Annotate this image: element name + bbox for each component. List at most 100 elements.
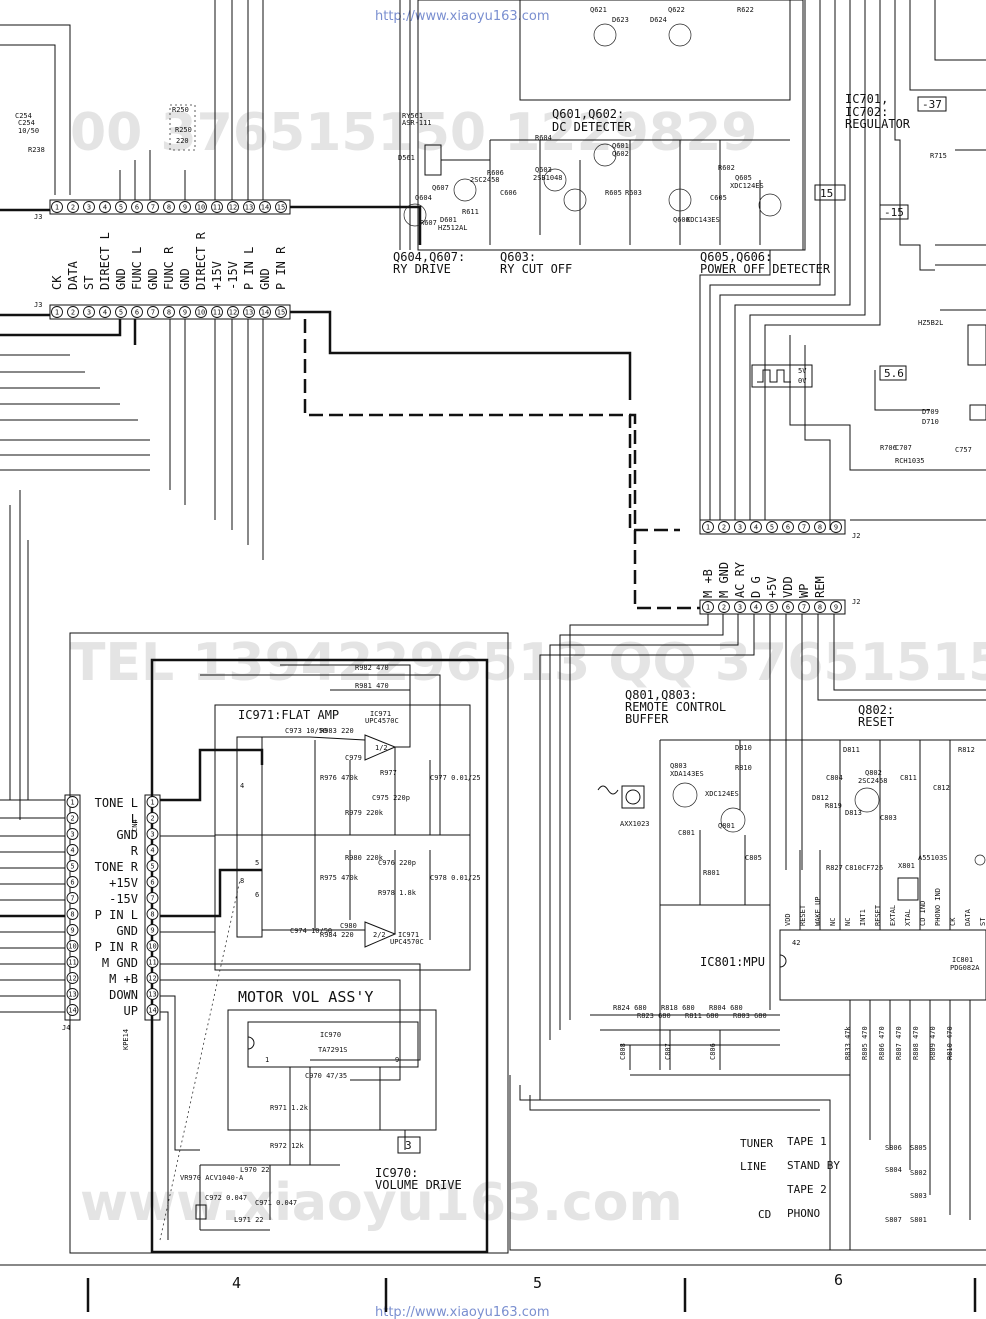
component-label: L971 22 xyxy=(234,1216,264,1224)
vr-pin8: 8 xyxy=(240,877,244,885)
j3-top-pin-13: 13 xyxy=(245,204,253,212)
j2-top-pin-8: 8 xyxy=(818,524,822,532)
ic970-part: TA7291S xyxy=(318,1046,348,1054)
cn4-pin-7: 7 xyxy=(150,895,154,903)
j4-pin-13: 13 xyxy=(68,991,76,999)
label-remote-control: REMOTE CONTROL xyxy=(625,700,726,714)
j4-pin-circle xyxy=(66,972,79,984)
label-reset: RESET xyxy=(858,715,894,729)
j3-bottom-pin-circle xyxy=(99,306,111,318)
j3-signal-label: DIRECT R xyxy=(194,231,208,290)
component-label: D810 xyxy=(735,744,752,752)
j4-pin-6: 6 xyxy=(70,879,74,887)
j3-top-pin-circle xyxy=(131,201,143,213)
j2-bottom-pin-circle xyxy=(830,601,842,613)
component-label: Q622 xyxy=(668,6,685,14)
tag-56: 5.6 xyxy=(884,367,904,380)
j4-signal-label: +15V xyxy=(109,876,138,890)
label-q604-q607: Q604,Q607: xyxy=(393,250,465,264)
resistor-label: R823 680 xyxy=(637,1012,671,1020)
cn4-pin-circle xyxy=(146,796,159,808)
r250-block: R250 220 C254 10/50 R238 xyxy=(18,104,196,154)
cn4-pin-circle xyxy=(146,972,159,984)
component-label: C976 220p xyxy=(378,859,416,867)
ic970-drive-sub: VOLUME DRIVE xyxy=(375,1178,462,1192)
cn4-pin-5: 5 xyxy=(150,863,154,871)
j3-bottom-pin-6: 6 xyxy=(135,309,139,317)
j3-top-pin-14: 14 xyxy=(261,204,269,212)
component-label: D623 xyxy=(612,16,629,24)
j4-pin-circle xyxy=(66,892,79,904)
j4-label: J4 xyxy=(62,1024,70,1032)
cn4-pin-circle xyxy=(146,812,159,824)
j4-pin-circle xyxy=(66,924,79,936)
component-label: D709 xyxy=(922,408,939,416)
j3-top-pin-circle xyxy=(227,201,239,213)
j4-signal-label: R xyxy=(131,844,139,858)
component-label: XDA143ES xyxy=(670,770,704,778)
component-label: XDC143ES xyxy=(686,216,720,224)
component-label: Q601 xyxy=(612,142,629,150)
component-label: Q607 xyxy=(432,184,449,192)
j4-pin-circle xyxy=(66,828,79,840)
component-label: A55103S xyxy=(918,854,948,862)
switch-label: S804 xyxy=(885,1166,902,1174)
component-label: R983 220 xyxy=(320,727,354,735)
switch-standby: STAND BY xyxy=(787,1159,840,1172)
j4-pin-circle xyxy=(66,844,79,856)
component-label: R819 xyxy=(825,802,842,810)
component-label: R972 12k xyxy=(270,1142,305,1150)
switch-tuner: TUNER xyxy=(740,1137,773,1150)
j3-bottom-pin-7: 7 xyxy=(151,309,155,317)
cn4-pin-circle xyxy=(146,828,159,840)
resistor-label: R803 680 xyxy=(733,1012,767,1020)
j4-pin-2: 2 xyxy=(70,815,74,823)
j3-signal-label: +15V xyxy=(210,261,224,290)
label-q601-q602: Q601,Q602: xyxy=(552,107,624,121)
j3-bottom-pin-circle xyxy=(227,306,239,318)
remote-buffer-circuit: Q803XDA143ESXDC124ESQ801D810R810AXX1023C… xyxy=(597,739,820,1070)
component-label: R982 470 xyxy=(355,664,389,672)
flat-amp-title: IC971:FLAT AMP xyxy=(238,708,339,722)
j2-top-pin-circle xyxy=(702,521,714,533)
component-label: C811 xyxy=(900,774,917,782)
component-label: R622 xyxy=(737,6,754,14)
ic801-pin42: 42 xyxy=(792,939,800,947)
j4-signal-label: P IN L xyxy=(95,908,138,922)
j2-signal-label: REM xyxy=(813,576,827,598)
component-label: ASR-111 xyxy=(402,119,432,127)
j3-top-pin-circle xyxy=(99,201,111,213)
ic801-part: PDG082A xyxy=(950,964,980,972)
j3-top-pin-15: 15 xyxy=(277,204,285,212)
component-label: Q606 xyxy=(673,216,690,224)
component-label: R978 1.8k xyxy=(378,889,417,897)
j3-bottom-pin-circle xyxy=(51,306,63,318)
component-label: R611 xyxy=(462,208,479,216)
component-label: C970 47/35 xyxy=(305,1072,347,1080)
component-label: R810 xyxy=(735,764,752,772)
ic970-pin1: 1 xyxy=(265,1056,269,1064)
label-ry-cut-off: RY CUT OFF xyxy=(500,262,572,276)
j4-pin-circle xyxy=(66,1004,79,1016)
ic801-pin-label: NC xyxy=(829,918,837,926)
resistor-label: R824 680 xyxy=(613,1004,647,1012)
j4-pin-circle xyxy=(66,940,79,952)
component-label: R602 xyxy=(718,164,735,172)
component-label: R801 xyxy=(703,869,720,877)
j3-bottom-pin-2: 2 xyxy=(71,309,75,317)
j3-bottom-pin-circle xyxy=(259,306,271,318)
j4-pin-circle xyxy=(66,812,79,824)
j4-signal-label: L xyxy=(131,812,138,826)
j2-bottom-pin-5: 5 xyxy=(770,604,774,612)
watermark-url-bottom: http://www.xiaoyu163.com xyxy=(375,1305,550,1319)
j3-bottom-pin-circle xyxy=(83,306,95,318)
j2-top-pin-6: 6 xyxy=(786,524,790,532)
capacitor-label: C808 xyxy=(619,1043,627,1060)
j3-top-pin-circle xyxy=(179,201,191,213)
dc-detector-region: 15 -37 -15 RY561ASR-111D561Q6072SC2458Q6… xyxy=(15,0,972,465)
j4-pin-circle xyxy=(66,956,79,968)
component-label: X801 xyxy=(898,862,915,870)
